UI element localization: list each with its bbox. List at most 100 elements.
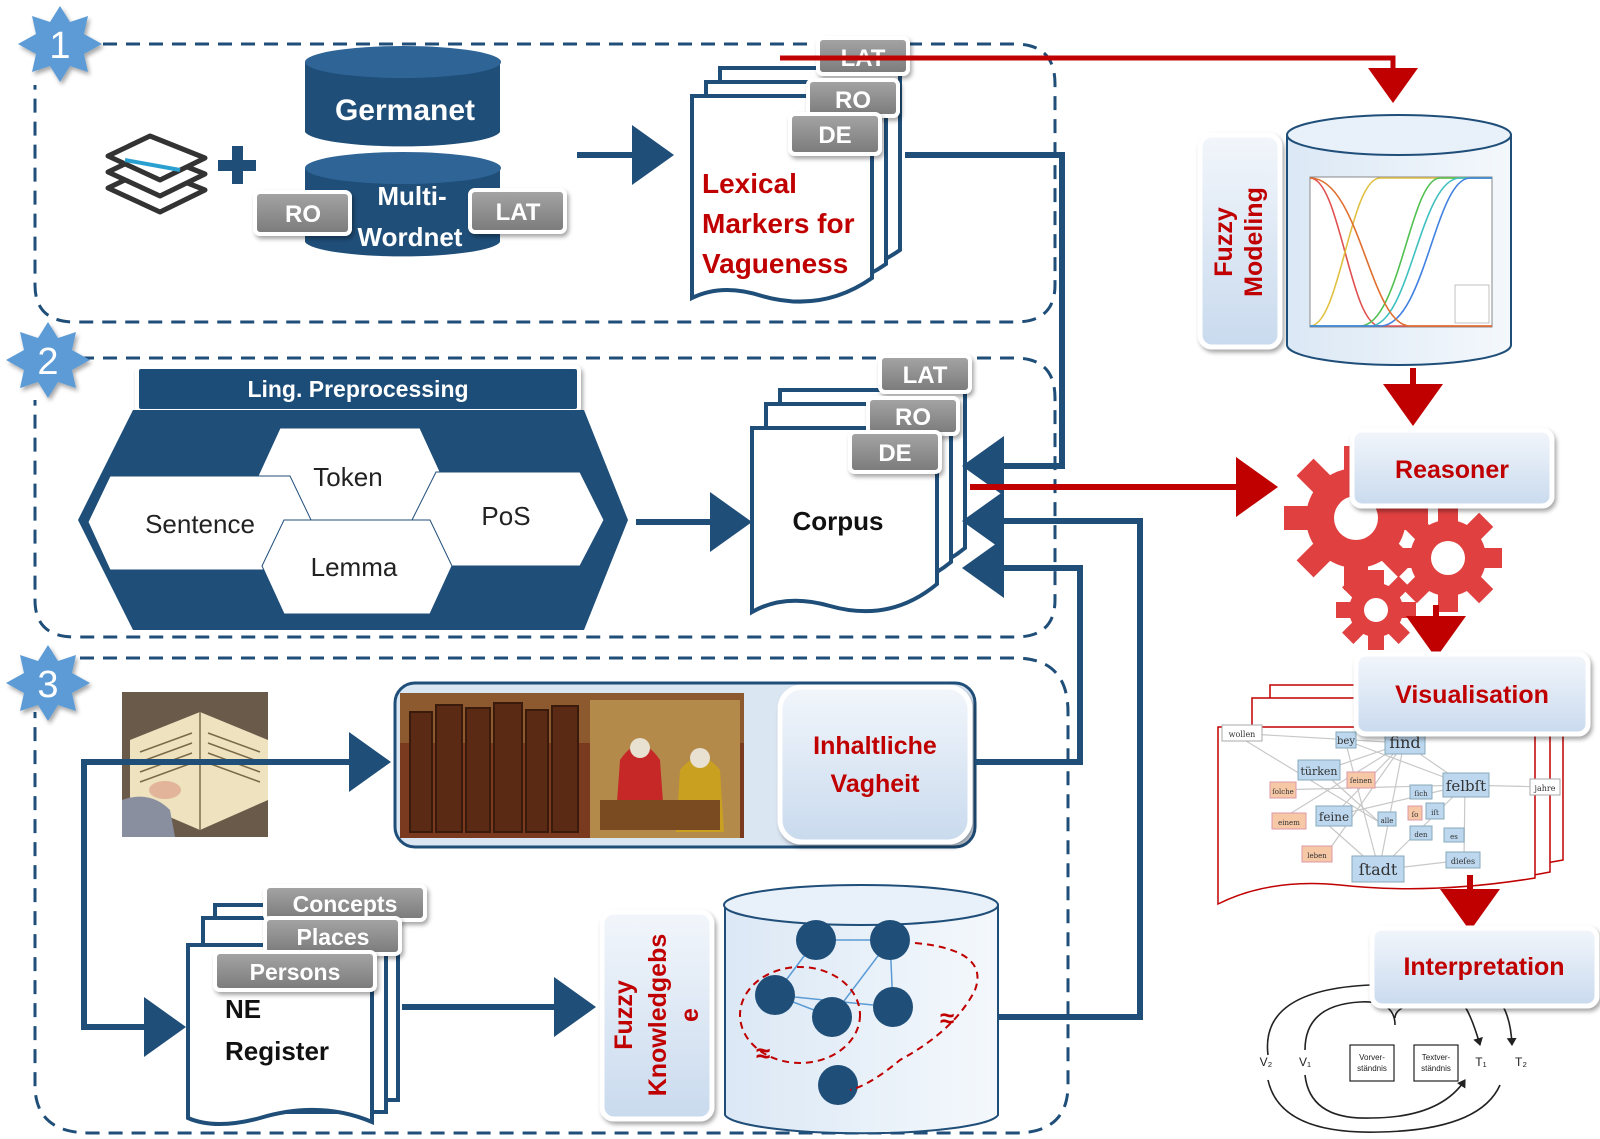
arrow-lat-to-fuzzy-modeling <box>780 55 1418 103</box>
visualisation-box: Visualisation <box>1353 651 1591 737</box>
corpus-tag-lat: LAT <box>878 354 972 394</box>
books-icon <box>105 133 208 215</box>
preprocessing-header: Ling. Preprocessing <box>135 365 581 413</box>
section-badge-1: 1 <box>18 6 102 82</box>
approx-symbol: ≈ <box>756 1038 770 1068</box>
svg-text:iſt: iſt <box>1431 809 1439 817</box>
corpus-label: Corpus <box>793 506 884 536</box>
fkb-label-box: Fuzzy Knowledgebs e <box>599 909 715 1122</box>
arrow-markers-to-corpus <box>905 152 1065 496</box>
markers-line3: Vagueness <box>702 248 848 279</box>
multiwordnet-label-line2: Wordnet <box>358 222 463 252</box>
svg-text:dieſes: dieſes <box>1451 857 1475 866</box>
multiwordnet-label-line1: Multi- <box>377 181 446 211</box>
fuzzy-modeling-database <box>1286 114 1512 366</box>
section-badge-2: 2 <box>6 322 90 398</box>
vagueness-line1: Inhaltliche <box>813 732 937 760</box>
section-number: 1 <box>49 25 70 67</box>
svg-text:Persons: Persons <box>250 959 341 985</box>
arrow-photo-to-register <box>81 759 186 1057</box>
svg-text:ſich: ſich <box>1414 790 1428 798</box>
svg-text:es: es <box>1450 833 1458 841</box>
svg-text:Token: Token <box>313 462 382 492</box>
approx-symbol: ≈ <box>940 1003 954 1033</box>
register-tag-concepts: Concepts <box>263 884 427 922</box>
svg-text:leben: leben <box>1307 852 1327 860</box>
section-3-frame <box>33 656 1070 1135</box>
section-number: 2 <box>37 341 58 383</box>
cell-lemma <box>261 519 453 615</box>
membership-functions-plot <box>1309 176 1493 328</box>
fkb-line3: e <box>676 1008 704 1022</box>
arrow-vagueness-to-corpus <box>962 538 1083 765</box>
multiwordnet-database: Multi- Wordnet <box>305 152 501 257</box>
svg-text:LAT: LAT <box>496 199 541 226</box>
svg-text:feine: feine <box>1319 810 1349 824</box>
svg-text:T₂: T₂ <box>1515 1055 1527 1069</box>
svg-text:Interpretation: Interpretation <box>1403 953 1564 981</box>
corpus-tag-de: DE <box>848 430 942 474</box>
svg-text:Ling. Preprocessing: Ling. Preprocessing <box>247 376 468 402</box>
section-badge-3: 3 <box>6 645 90 721</box>
tag-ro: RO <box>253 190 352 236</box>
svg-text:jahre: jahre <box>1534 784 1556 793</box>
svg-text:ſo: ſo <box>1412 811 1419 819</box>
svg-text:Visualisation: Visualisation <box>1395 681 1549 709</box>
arrow-fkb-to-corpus <box>962 491 1143 1020</box>
svg-text:DE: DE <box>878 440 911 467</box>
register-line1: NE <box>225 994 261 1024</box>
section-number: 3 <box>37 664 58 706</box>
svg-text:V₁: V₁ <box>1299 1055 1311 1069</box>
svg-text:Places: Places <box>297 924 370 950</box>
svg-text:V₂: V₂ <box>1260 1055 1273 1069</box>
markers-line2: Markers for <box>702 208 855 239</box>
section-2-frame <box>33 356 1057 639</box>
svg-text:alle: alle <box>1381 817 1394 825</box>
markers-line1: Lexical <box>702 168 797 199</box>
fuzzy-modeling-label-box: Fuzzy Modeling <box>1197 132 1283 350</box>
svg-text:ſtadt: ſtadt <box>1359 860 1398 879</box>
svg-text:LAT: LAT <box>903 362 948 389</box>
register-tag-places: Places <box>263 916 402 956</box>
svg-text:Lemma: Lemma <box>311 552 398 582</box>
markers-tag-de: DE <box>788 112 882 156</box>
svg-text:den: den <box>1414 831 1428 839</box>
svg-text:ſeinen: ſeinen <box>1350 777 1373 785</box>
germanet-database: Germanet <box>305 46 501 147</box>
svg-text:einem: einem <box>1278 819 1300 827</box>
markers-tag-ro: RO <box>806 78 900 118</box>
svg-text:Sentence: Sentence <box>145 509 255 539</box>
section-1-frame <box>33 42 1057 324</box>
svg-text:find: find <box>1389 733 1420 752</box>
fuzzy-line1: Fuzzy <box>1210 207 1238 277</box>
germanet-label: Germanet <box>335 94 475 127</box>
plus-icon <box>218 146 256 184</box>
vagueness-line2: Vagheit <box>831 770 921 798</box>
svg-text:PoS: PoS <box>481 501 530 531</box>
svg-text:RO: RO <box>285 201 321 228</box>
svg-text:ſolche: ſolche <box>1272 788 1294 796</box>
fuzzy-knowledgebase: ≈ ≈ <box>723 884 999 1135</box>
manuscript-painting <box>400 693 744 838</box>
svg-text:Concepts: Concepts <box>293 891 398 917</box>
svg-text:türken: türken <box>1300 765 1337 778</box>
reasoner-box: Reasoner <box>1349 427 1555 509</box>
fuzzy-line2: Modeling <box>1240 187 1268 297</box>
fkb-line2: Knowledgebs <box>644 934 672 1097</box>
register-tag-persons: Persons <box>213 950 377 992</box>
tag-lat: LAT <box>468 188 567 234</box>
svg-text:DE: DE <box>818 122 851 149</box>
preprocessing-hexagon: Token Sentence PoS Lemma <box>78 410 628 630</box>
interpretation-box: Interpretation <box>1369 925 1600 1009</box>
register-line2: Register <box>225 1036 329 1066</box>
svg-text:Reasoner: Reasoner <box>1395 456 1509 484</box>
svg-text:wollen: wollen <box>1229 730 1256 739</box>
svg-text:bey: bey <box>1337 736 1355 747</box>
vorverstaendnis-label: Vorver-ständnis <box>1357 1053 1387 1073</box>
textverstaendnis-label: Textver-ständnis <box>1421 1053 1451 1073</box>
svg-text:T₁: T₁ <box>1475 1055 1486 1069</box>
vagueness-panel: Inhaltliche Vagheit <box>393 681 977 849</box>
fkb-line1: Fuzzy <box>610 980 638 1050</box>
svg-text:RO: RO <box>895 404 931 431</box>
